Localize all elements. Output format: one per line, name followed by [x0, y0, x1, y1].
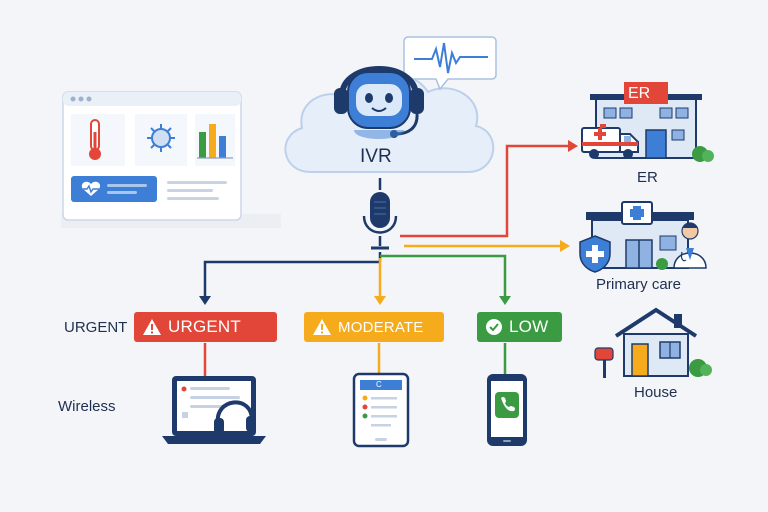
- channel-label: Wireless: [58, 398, 116, 415]
- robot-headset-icon: [334, 66, 424, 139]
- warning-icon: [143, 319, 161, 335]
- er-label: ER: [637, 169, 658, 186]
- low-badge-label: LOW: [509, 317, 549, 336]
- urgent-side-label: URGENT: [64, 319, 128, 336]
- smartphone-icon: [487, 374, 527, 446]
- urgent-badge-label: URGENT: [168, 317, 241, 336]
- shield-cross-icon: [579, 235, 611, 273]
- tablet-icon: [352, 372, 410, 448]
- waveform-bubble-icon: [403, 36, 497, 91]
- moderate-badge-label: MODERATE: [338, 318, 424, 336]
- urgent-badge: URGENT: [134, 312, 277, 342]
- virus-icon: [135, 114, 187, 166]
- headset-icon: [214, 400, 256, 434]
- er-connector: [400, 144, 570, 238]
- low-connector: [380, 254, 507, 300]
- tablet-letter: C: [376, 380, 382, 389]
- urgent-connector: [203, 260, 380, 300]
- phone-icon: [501, 397, 515, 412]
- house-icon: [614, 307, 712, 377]
- moderate-badge: MODERATE: [304, 312, 444, 342]
- primary-label: Primary care: [596, 276, 682, 293]
- hub-label: IVR: [360, 146, 392, 167]
- ambulance-icon: [581, 124, 639, 159]
- low-badge: LOW: [477, 312, 562, 342]
- bar-chart-icon: [195, 114, 235, 166]
- doctor-icon: [673, 222, 707, 269]
- heart-pulse-icon: [71, 176, 157, 202]
- dashboard-window-icon: [61, 91, 281, 228]
- mailbox-icon: [594, 347, 614, 378]
- house-label: House: [634, 384, 678, 401]
- microphone-icon: [362, 178, 398, 250]
- er-sign: ER: [628, 85, 651, 102]
- warning-icon: [313, 319, 331, 335]
- check-icon: [486, 319, 502, 335]
- thermometer-icon: [71, 114, 125, 166]
